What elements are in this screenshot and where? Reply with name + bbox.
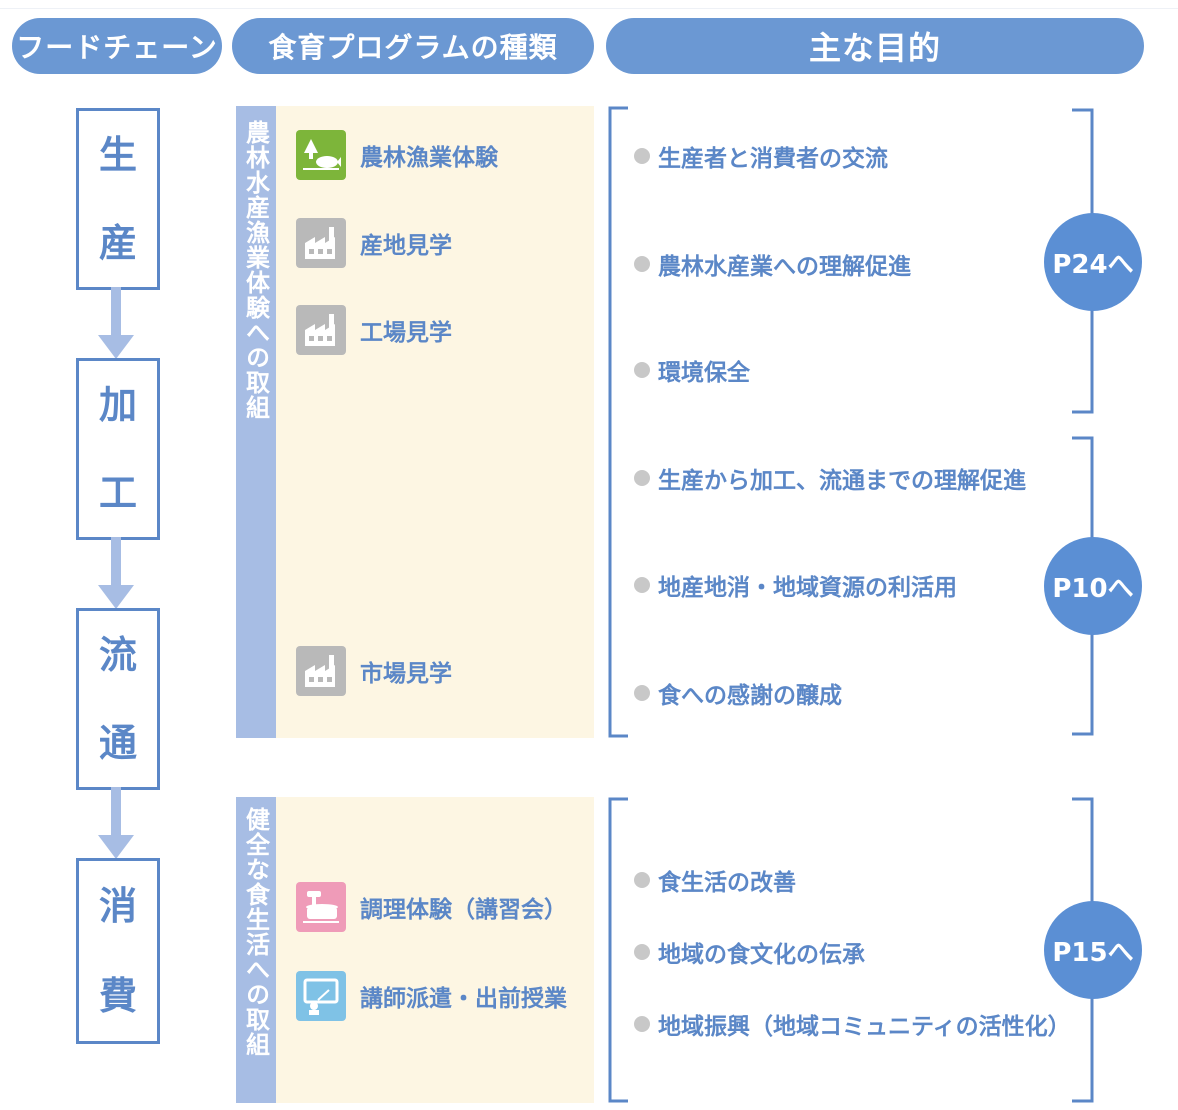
program-item-cooking-class: 調理体験（講習会）: [296, 882, 567, 932]
stage-char: 工: [98, 471, 137, 515]
program-label: 講師派遣・出前授業: [360, 986, 567, 1012]
purpose-label: 地域の食文化の伝承: [658, 942, 865, 968]
arrow-down-icon: [98, 287, 134, 359]
stage-consumption: 消 費: [76, 858, 160, 1044]
stage-char: 通: [98, 721, 137, 765]
bullet-dot: [634, 470, 650, 486]
bullet-dot: [634, 256, 650, 272]
stage-char: 生: [98, 133, 137, 177]
program-item-lecturer-dispatch: 講師派遣・出前授業: [296, 971, 567, 1021]
bullet-dot: [634, 1016, 650, 1032]
bullet-dot: [634, 577, 650, 593]
program-box-healthy-diet: [276, 797, 594, 1103]
program-label: 市場見学: [360, 661, 452, 687]
purpose-item: 地産地消・地域資源の利活用: [634, 568, 957, 602]
program-item-factory-tour: 工場見学: [296, 305, 452, 355]
page-ref-p15[interactable]: P15へ: [1044, 901, 1142, 999]
program-label: 調理体験（講習会）: [360, 897, 567, 923]
header-food-chain: フードチェーン: [12, 18, 222, 74]
purpose-label: 地産地消・地域資源の利活用: [658, 575, 957, 601]
purpose-label: 農林水産業への理解促進: [658, 254, 911, 280]
factory-icon: [296, 218, 346, 268]
program-item-market-tour: 市場見学: [296, 646, 452, 696]
bullet-dot: [634, 944, 650, 960]
category-label-healthy-diet: 健全な食生活への取組: [236, 797, 276, 1103]
page-ref-p24[interactable]: P24へ: [1044, 213, 1142, 311]
purpose-item: 地域振興（地域コミュニティの活性化）: [634, 1007, 1071, 1041]
purpose-item: 食への感謝の醸成: [634, 676, 842, 710]
stage-char: 費: [98, 974, 137, 1018]
purpose-item: 生産から加工、流通までの理解促進: [634, 461, 1026, 495]
purpose-label: 生産から加工、流通までの理解促進: [658, 468, 1026, 494]
page-ref-p10[interactable]: P10へ: [1044, 537, 1142, 635]
stage-processing: 加 工: [76, 358, 160, 540]
arrow-down-icon: [98, 537, 134, 609]
purpose-label: 食生活の改善: [658, 870, 796, 896]
purpose-label: 食への感謝の醸成: [658, 683, 842, 709]
purpose-label: 環境保全: [658, 360, 750, 386]
stage-char: 消: [98, 884, 137, 928]
stage-distribution: 流 通: [76, 608, 160, 790]
bullet-dot: [634, 685, 650, 701]
purpose-label: 生産者と消費者の交流: [658, 146, 888, 172]
program-box-farming: [276, 106, 594, 738]
left-bracket-upper: [608, 106, 628, 738]
factory-icon: [296, 646, 346, 696]
program-item-production-area-tour: 産地見学: [296, 218, 452, 268]
lecture-icon: [296, 971, 346, 1021]
program-label: 工場見学: [360, 320, 452, 346]
farming-icon: [296, 130, 346, 180]
purpose-item: 地域の食文化の伝承: [634, 935, 865, 969]
purpose-label: 地域振興（地域コミュニティの活性化）: [658, 1014, 1071, 1040]
arrow-down-icon: [98, 787, 134, 859]
purpose-item: 農林水産業への理解促進: [634, 247, 911, 281]
stage-char: 産: [98, 221, 137, 265]
stage-char: 加: [98, 383, 137, 427]
bullet-dot: [634, 362, 650, 378]
bullet-dot: [634, 148, 650, 164]
header-main-purpose: 主な目的: [606, 18, 1144, 74]
left-bracket-lower: [608, 797, 628, 1103]
header-program-types: 食育プログラムの種類: [232, 18, 594, 74]
program-label: 産地見学: [360, 233, 452, 259]
purpose-item: 環境保全: [634, 353, 750, 387]
bullet-dot: [634, 872, 650, 888]
stage-char: 流: [98, 633, 137, 677]
purpose-item: 食生活の改善: [634, 863, 796, 897]
factory-icon: [296, 305, 346, 355]
category-label-farming: 農林水産漁業体験への取組: [236, 106, 276, 738]
stage-production: 生 産: [76, 108, 160, 290]
top-divider: [0, 8, 1178, 9]
program-label: 農林漁業体験: [360, 145, 498, 171]
program-item-farming-experience: 農林漁業体験: [296, 130, 498, 180]
purpose-item: 生産者と消費者の交流: [634, 139, 888, 173]
cooking-icon: [296, 882, 346, 932]
